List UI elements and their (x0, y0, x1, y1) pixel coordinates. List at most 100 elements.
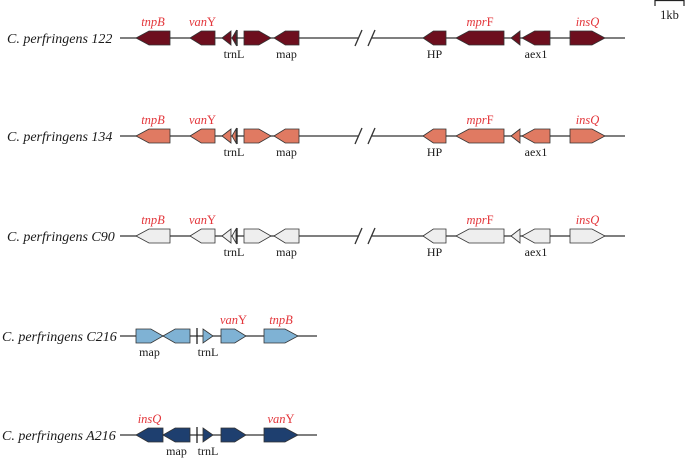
gene-arrow-trnL (231, 29, 237, 47)
gene-arrow-gene-5 (243, 30, 272, 46)
scale-bar: 1kb (654, 0, 685, 22)
gene-arrow-vanY (263, 427, 299, 443)
gene-label: mprF (466, 113, 493, 127)
line-break-mark (367, 227, 376, 245)
gene-arrow-gene-5 (220, 427, 247, 443)
line-break-mark (367, 29, 376, 47)
gene-label-italic: insQ (576, 113, 600, 127)
gene-arrow-aex1 (521, 228, 551, 244)
gene-arrow-small-arrow (221, 228, 232, 244)
gene-label: aex1 (525, 47, 548, 61)
gene-label: trnL (198, 345, 219, 359)
strain-label: C. perfringens C90 (7, 230, 115, 245)
line-break-gap (358, 227, 372, 245)
gene-arrow-vanY (189, 228, 216, 244)
gene-label: vanY (267, 412, 294, 426)
gene-label: vanY (220, 313, 247, 327)
gene-arrow-insQ (569, 30, 606, 46)
gene-arrow-map (162, 427, 191, 443)
gene-arrow-gene-2 (162, 328, 191, 344)
gene-label-italic: tnpB (141, 113, 165, 127)
gene-arrow-map (273, 30, 300, 46)
gene-label-italic: van (189, 113, 207, 127)
strain-label: C. perfringens A216 (2, 429, 116, 444)
strain-label: C. perfringens C216 (2, 330, 117, 345)
gene-arrow-insQ (569, 228, 606, 244)
gene-arrow-vanY (189, 128, 216, 144)
gene-label-italic: insQ (138, 412, 162, 426)
gene-label-italic: van (189, 15, 207, 29)
gene-label-italic: mpr (466, 213, 486, 227)
gene-label: trnL (198, 444, 219, 458)
gene-label-suffix: F (487, 15, 494, 29)
gene-arrow-vanY (220, 328, 247, 344)
gene-arrow-mprF (455, 228, 505, 244)
gene-arrow-tnpB (135, 228, 171, 244)
gene-label-italic: van (189, 213, 207, 227)
gene-label: aex1 (525, 145, 548, 159)
gene-label-suffix: Y (207, 113, 216, 127)
gene-arrow-mprF (455, 30, 505, 46)
gene-label: tnpB (269, 313, 293, 327)
gene-label-suffix: F (487, 113, 494, 127)
gene-arrow-small-arrow (221, 30, 232, 46)
gene-label: map (139, 345, 160, 359)
line-break-mark (354, 29, 363, 47)
gene-arrow-aex1 (521, 128, 551, 144)
gene-label: mprF (466, 15, 493, 29)
gene-label: mprF (466, 213, 493, 227)
gene-label: vanY (189, 213, 216, 227)
gene-label: insQ (576, 113, 600, 127)
gene-label: HP (427, 145, 443, 159)
gene-arrow-tnpB (135, 30, 171, 46)
gene-arrow-aex1 (521, 30, 551, 46)
gene-arrow-mprF (455, 128, 505, 144)
gene-label-italic: mpr (466, 113, 486, 127)
gene-arrow-map (273, 128, 300, 144)
gene-label: HP (427, 47, 443, 61)
gene-label-suffix: Y (207, 213, 216, 227)
gene-label-italic: tnpB (141, 15, 165, 29)
gene-label-italic: tnpB (141, 213, 165, 227)
gene-label-italic: insQ (576, 15, 600, 29)
gene-arrow-trnL (202, 427, 214, 443)
gene-arrow-insQ (135, 427, 164, 443)
line-break-mark (354, 227, 363, 245)
line-break-mark (354, 127, 363, 145)
gene-label: insQ (138, 412, 162, 426)
scale-bar-label: 1kb (660, 8, 679, 22)
gene-arrow-map (135, 328, 164, 344)
gene-arrow-vanY (189, 30, 216, 46)
gene-arrow-HP (422, 30, 447, 46)
gene-label: vanY (189, 15, 216, 29)
line-break-gap (358, 29, 372, 47)
gene-arrow-tnpB (135, 128, 171, 144)
gene-arrow-HP (422, 228, 447, 244)
gene-arrow-small-arrow-2 (510, 128, 521, 144)
gene-label: tnpB (141, 113, 165, 127)
gene-arrow-gene-5 (243, 228, 272, 244)
gene-arrow-map (273, 228, 300, 244)
gene-label: tnpB (141, 15, 165, 29)
gene-label: trnL (224, 245, 245, 259)
gene-label-suffix: Y (238, 313, 247, 327)
gene-arrow-gene-5 (243, 128, 272, 144)
gene-label: map (276, 47, 297, 61)
gene-label: tnpB (141, 213, 165, 227)
gene-label-suffix: F (487, 213, 494, 227)
gene-label-suffix: Y (207, 15, 216, 29)
gene-label: insQ (576, 15, 600, 29)
gene-arrow-small-arrow-2 (510, 228, 521, 244)
gene-label-italic: van (267, 412, 285, 426)
gene-label-italic: van (220, 313, 238, 327)
gene-label-italic: insQ (576, 213, 600, 227)
gene-label-italic: tnpB (269, 313, 293, 327)
gene-label: vanY (189, 113, 216, 127)
gene-arrow-trnL (231, 227, 237, 245)
